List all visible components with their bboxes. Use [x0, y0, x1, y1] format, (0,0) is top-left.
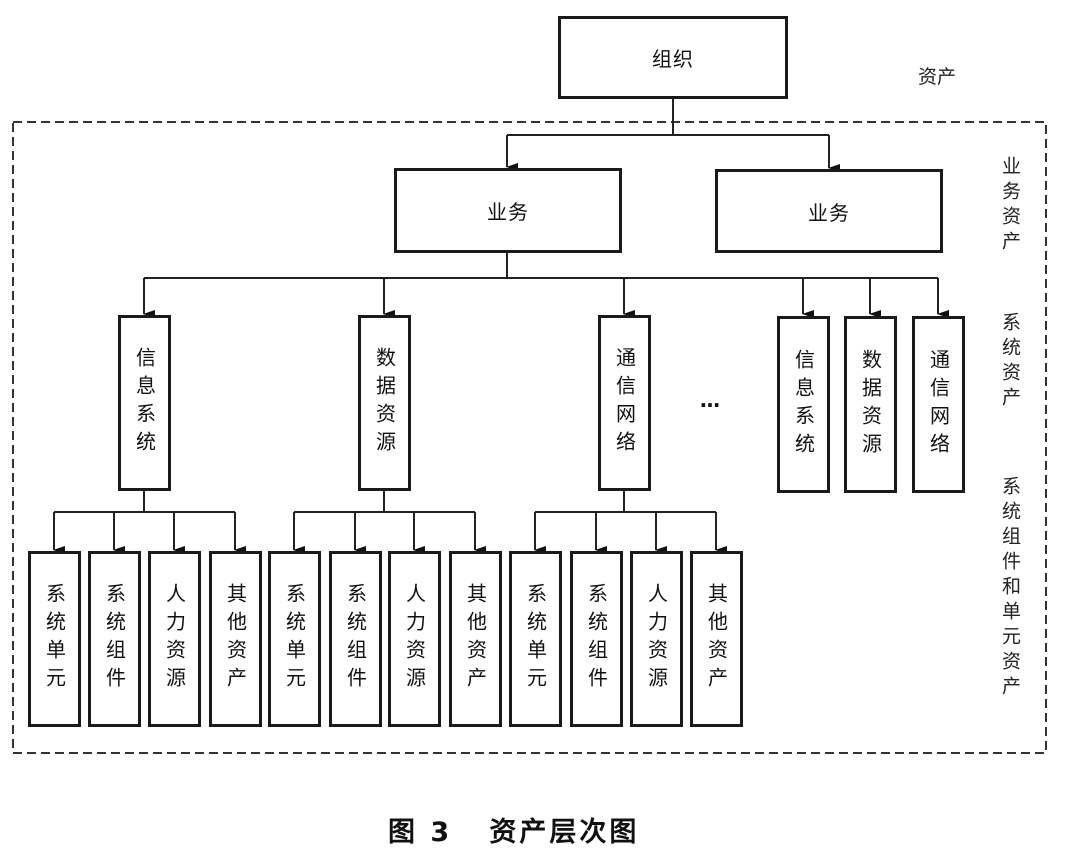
organization-box: 组织	[558, 16, 788, 99]
component-asset-layer-label: 系统组件和单元资产	[999, 476, 1021, 701]
business-box-2: 业务	[715, 169, 943, 253]
component-label: 系统单元	[523, 583, 548, 695]
business-asset-layer-label: 业务资产	[999, 156, 1021, 256]
system-box-network: 通信网络	[598, 315, 651, 491]
system-asset-layer-label: 系统资产	[999, 312, 1021, 412]
system-label: 信息系统	[791, 348, 816, 461]
component-label: 系统组件	[102, 583, 127, 695]
component-box: 系统组件	[88, 551, 141, 727]
asset-boundary	[12, 121, 1047, 754]
ellipsis: …	[700, 388, 720, 412]
system-box-data-2: 数据资源	[844, 316, 897, 493]
component-box: 其他资产	[690, 551, 743, 727]
system-label: 信息系统	[132, 347, 157, 459]
business-label: 业务	[487, 200, 529, 224]
component-label: 人力资源	[644, 583, 669, 695]
system-label: 通信网络	[926, 348, 951, 461]
business-label: 业务	[808, 200, 850, 225]
component-box: 其他资产	[449, 551, 502, 727]
organization-label: 组织	[652, 47, 694, 71]
component-box: 人力资源	[148, 551, 201, 727]
component-box: 人力资源	[388, 551, 441, 727]
component-box: 其他资产	[209, 551, 262, 727]
asset-layer-label: 资产	[918, 66, 957, 88]
component-label: 其他资产	[463, 583, 488, 695]
component-label: 系统单元	[282, 583, 307, 695]
system-label: 通信网络	[612, 347, 637, 459]
component-label: 其他资产	[704, 583, 729, 695]
system-box-data: 数据资源	[358, 315, 411, 491]
component-box: 系统单元	[268, 551, 321, 727]
component-label: 系统组件	[584, 583, 609, 695]
figure-caption: 图 3 资产层次图	[388, 817, 640, 848]
component-box: 系统单元	[509, 551, 562, 727]
component-box: 系统组件	[570, 551, 623, 727]
component-label: 系统单元	[42, 583, 67, 695]
component-label: 其他资产	[223, 583, 248, 695]
system-box-network-2: 通信网络	[912, 316, 965, 493]
system-box-info-2: 信息系统	[777, 316, 830, 493]
component-box: 系统组件	[329, 551, 382, 727]
component-box: 人力资源	[630, 551, 683, 727]
system-label: 数据资源	[858, 348, 883, 461]
business-box-1: 业务	[394, 168, 622, 253]
component-label: 系统组件	[343, 583, 368, 695]
system-box-info: 信息系统	[118, 315, 171, 491]
component-label: 人力资源	[402, 583, 427, 695]
component-label: 人力资源	[162, 583, 187, 695]
system-label: 数据资源	[372, 347, 397, 459]
component-box: 系统单元	[28, 551, 81, 727]
